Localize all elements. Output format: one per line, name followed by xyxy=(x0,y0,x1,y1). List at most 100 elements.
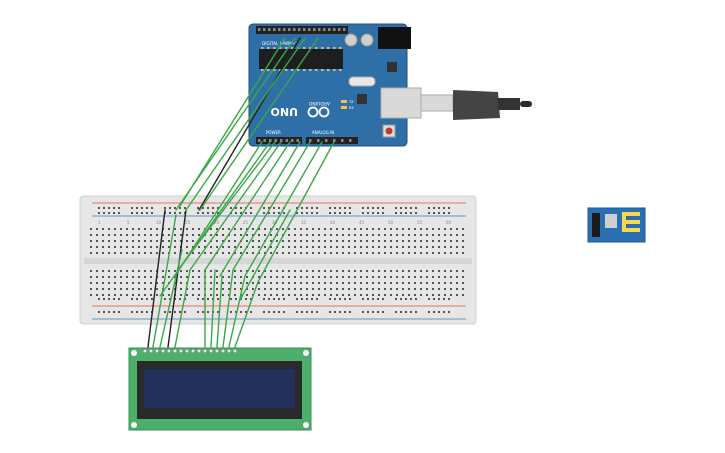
terminal-hole[interactable] xyxy=(396,228,398,230)
terminal-hole[interactable] xyxy=(366,294,368,296)
terminal-hole[interactable] xyxy=(354,270,356,272)
rail-hole[interactable] xyxy=(362,212,364,214)
terminal-hole[interactable] xyxy=(252,246,254,248)
terminal-hole[interactable] xyxy=(348,270,350,272)
terminal-hole[interactable] xyxy=(426,282,428,284)
terminal-hole[interactable] xyxy=(312,252,314,254)
terminal-hole[interactable] xyxy=(402,228,404,230)
terminal-hole[interactable] xyxy=(282,282,284,284)
terminal-hole[interactable] xyxy=(138,240,140,242)
terminal-hole[interactable] xyxy=(282,246,284,248)
terminal-hole[interactable] xyxy=(186,228,188,230)
terminal-hole[interactable] xyxy=(96,252,98,254)
terminal-hole[interactable] xyxy=(270,270,272,272)
terminal-hole[interactable] xyxy=(360,270,362,272)
terminal-hole[interactable] xyxy=(192,294,194,296)
terminal-hole[interactable] xyxy=(318,228,320,230)
lcd-pin[interactable] xyxy=(202,348,208,354)
terminal-hole[interactable] xyxy=(384,228,386,230)
terminal-hole[interactable] xyxy=(144,228,146,230)
green-wire[interactable] xyxy=(239,209,291,301)
rail-hole[interactable] xyxy=(169,311,171,313)
rail-hole[interactable] xyxy=(197,212,199,214)
terminal-hole[interactable] xyxy=(156,294,158,296)
terminal-hole[interactable] xyxy=(102,228,104,230)
rail-hole[interactable] xyxy=(169,212,171,214)
usb-cable[interactable] xyxy=(420,90,532,120)
rail-hole[interactable] xyxy=(235,207,237,209)
terminal-hole[interactable] xyxy=(450,294,452,296)
lcd-pin[interactable] xyxy=(178,348,184,354)
rail-hole[interactable] xyxy=(400,298,402,300)
rail-hole[interactable] xyxy=(316,298,318,300)
terminal-hole[interactable] xyxy=(450,240,452,242)
terminal-hole[interactable] xyxy=(270,252,272,254)
terminal-hole[interactable] xyxy=(108,270,110,272)
terminal-hole[interactable] xyxy=(126,252,128,254)
header-pin[interactable] xyxy=(333,139,336,142)
header-pin[interactable] xyxy=(318,28,321,31)
rail-hole[interactable] xyxy=(268,298,270,300)
terminal-hole[interactable] xyxy=(138,294,140,296)
terminal-hole[interactable] xyxy=(288,252,290,254)
header-pin[interactable] xyxy=(333,28,336,31)
terminal-hole[interactable] xyxy=(126,276,128,278)
terminal-hole[interactable] xyxy=(324,246,326,248)
terminal-hole[interactable] xyxy=(192,276,194,278)
terminal-hole[interactable] xyxy=(336,288,338,290)
terminal-hole[interactable] xyxy=(228,276,230,278)
terminal-hole[interactable] xyxy=(150,240,152,242)
terminal-hole[interactable] xyxy=(408,282,410,284)
terminal-hole[interactable] xyxy=(150,276,152,278)
terminal-hole[interactable] xyxy=(348,282,350,284)
terminal-hole[interactable] xyxy=(432,252,434,254)
rail-hole[interactable] xyxy=(283,311,285,313)
terminal-hole[interactable] xyxy=(330,234,332,236)
rail-hole[interactable] xyxy=(433,212,435,214)
rail-hole[interactable] xyxy=(207,212,209,214)
terminal-hole[interactable] xyxy=(150,288,152,290)
terminal-hole[interactable] xyxy=(186,270,188,272)
rail-hole[interactable] xyxy=(141,298,143,300)
header-pin[interactable] xyxy=(325,139,328,142)
terminal-hole[interactable] xyxy=(258,288,260,290)
rail-hole[interactable] xyxy=(372,311,374,313)
terminal-hole[interactable] xyxy=(162,270,164,272)
rail-hole[interactable] xyxy=(306,207,308,209)
terminal-hole[interactable] xyxy=(378,252,380,254)
rail-hole[interactable] xyxy=(273,298,275,300)
terminal-hole[interactable] xyxy=(174,246,176,248)
terminal-hole[interactable] xyxy=(414,240,416,242)
header-pin[interactable] xyxy=(274,139,278,142)
rail-hole[interactable] xyxy=(362,207,364,209)
terminal-hole[interactable] xyxy=(366,270,368,272)
terminal-hole[interactable] xyxy=(180,270,182,272)
rail-hole[interactable] xyxy=(184,311,186,313)
header-pin[interactable] xyxy=(268,28,271,31)
terminal-hole[interactable] xyxy=(228,252,230,254)
terminal-hole[interactable] xyxy=(180,294,182,296)
terminal-hole[interactable] xyxy=(96,276,98,278)
rail-hole[interactable] xyxy=(230,207,232,209)
terminal-hole[interactable] xyxy=(198,228,200,230)
terminal-hole[interactable] xyxy=(312,288,314,290)
terminal-hole[interactable] xyxy=(390,276,392,278)
terminal-hole[interactable] xyxy=(384,294,386,296)
terminal-hole[interactable] xyxy=(432,282,434,284)
terminal-hole[interactable] xyxy=(438,240,440,242)
green-wire[interactable] xyxy=(174,141,263,277)
black-wire[interactable] xyxy=(198,37,301,211)
terminal-hole[interactable] xyxy=(132,276,134,278)
terminal-hole[interactable] xyxy=(372,294,374,296)
rail-hole[interactable] xyxy=(230,311,232,313)
green-wire[interactable] xyxy=(204,141,291,271)
rail-hole[interactable] xyxy=(169,298,171,300)
terminal-hole[interactable] xyxy=(114,240,116,242)
header-pin[interactable] xyxy=(291,139,294,142)
rail-hole[interactable] xyxy=(433,298,435,300)
green-wire[interactable] xyxy=(232,141,311,271)
terminal-hole[interactable] xyxy=(264,228,266,230)
terminal-hole[interactable] xyxy=(336,228,338,230)
terminal-hole[interactable] xyxy=(210,282,212,284)
rail-hole[interactable] xyxy=(108,212,110,214)
